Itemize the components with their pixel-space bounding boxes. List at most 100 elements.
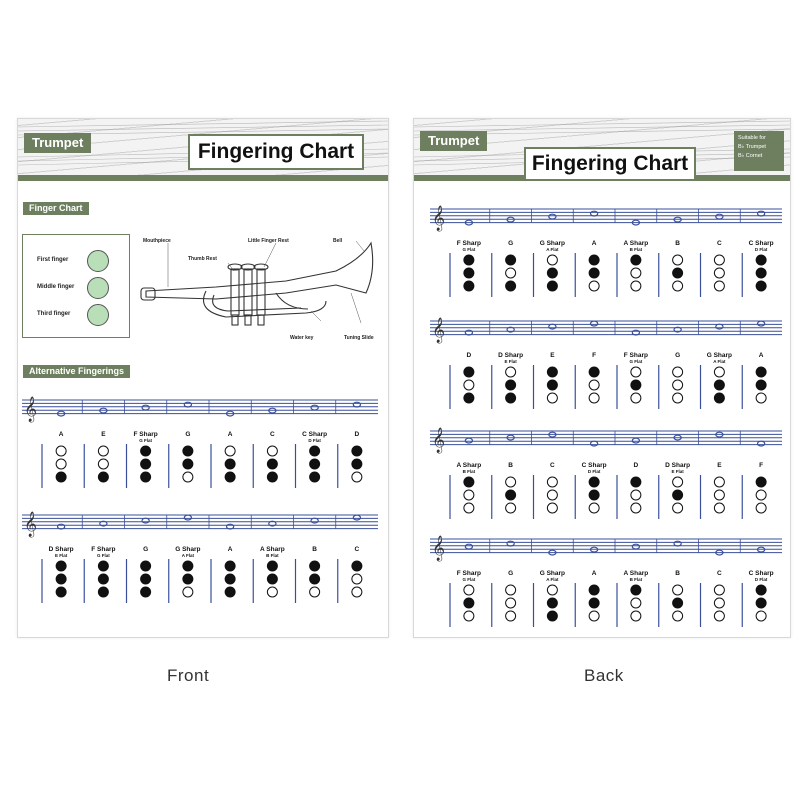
note-head	[506, 326, 515, 333]
note-name: A Sharp	[457, 462, 482, 469]
note-name: F Sharp	[457, 570, 481, 577]
note-head	[99, 520, 108, 527]
note-alt-name: B Flat	[630, 247, 643, 252]
note-name: F Sharp	[457, 240, 481, 247]
label-little-finger-rest: Little Finger Rest	[248, 238, 289, 244]
valve-pressed	[588, 254, 600, 266]
note-head	[183, 401, 193, 408]
valve-pressed	[755, 597, 767, 609]
note-name: G	[675, 352, 680, 359]
legend-first-finger: First finger	[37, 257, 69, 263]
valve-pressed	[55, 573, 67, 585]
note-name: G Sharp	[707, 352, 732, 359]
valve-pressed	[755, 280, 767, 292]
valve-open	[713, 597, 725, 609]
valve-open	[505, 597, 517, 609]
valve-pressed	[224, 586, 236, 598]
note-head	[589, 320, 599, 327]
note-alt-name: B Flat	[630, 577, 643, 582]
valve-pressed	[351, 560, 363, 572]
note-head	[225, 410, 235, 417]
valve-open	[713, 254, 725, 266]
note-head	[631, 219, 641, 226]
page-title: Fingering Chart	[188, 134, 364, 170]
valve-open	[755, 610, 767, 622]
valve-pressed	[224, 560, 236, 572]
note-head	[352, 401, 362, 408]
note-name: B	[312, 546, 317, 553]
banner-band	[18, 175, 388, 181]
note-head	[756, 210, 766, 217]
valve-open	[672, 502, 684, 514]
note-head	[673, 216, 682, 223]
note-head	[56, 410, 66, 417]
treble-clef-icon: 𝄞	[24, 511, 37, 537]
label-mouthpiece: Mouthpiece	[143, 238, 171, 244]
note-name: F	[759, 462, 763, 469]
valve-pressed	[755, 476, 767, 488]
note-head	[506, 434, 515, 441]
valve-open	[630, 267, 642, 279]
valve-open	[224, 445, 236, 457]
note-name: C Sharp	[582, 462, 607, 469]
note-alt-name: G Flat	[139, 438, 152, 443]
label-water-key: Water key	[290, 335, 314, 341]
valve-open	[630, 489, 642, 501]
note-alt-name: A Flat	[546, 577, 559, 582]
finger-legend: First finger Middle finger Third finger	[22, 234, 130, 338]
valve-open	[713, 476, 725, 488]
note-name: E	[717, 462, 722, 469]
valve-pressed	[97, 573, 109, 585]
suitable-cornet: B♭ Cornet	[738, 153, 763, 159]
valve-pressed	[588, 267, 600, 279]
treble-clef-icon: 𝄞	[432, 427, 445, 453]
valve-open	[755, 502, 767, 514]
note-head	[548, 431, 557, 438]
valve-open	[546, 392, 558, 404]
valve-open	[97, 445, 109, 457]
valve-pressed	[55, 471, 67, 483]
valve-open	[351, 573, 363, 585]
valve-pressed	[309, 445, 321, 457]
sheet-music-background	[414, 120, 790, 166]
valve-pressed	[463, 280, 475, 292]
note-alt-name: D Flat	[588, 469, 601, 474]
valve-open	[182, 471, 194, 483]
valve-pressed	[755, 254, 767, 266]
note-head	[631, 329, 641, 336]
valve-pressed	[309, 573, 321, 585]
valve-pressed	[309, 471, 321, 483]
note-head	[352, 514, 362, 521]
valve-open	[672, 610, 684, 622]
note-name: A	[592, 570, 597, 577]
valve-pressed	[55, 586, 67, 598]
note-name: F Sharp	[134, 431, 158, 438]
valve-pressed	[546, 366, 558, 378]
note-head	[589, 210, 599, 217]
first-finger-dot	[87, 250, 109, 272]
valve-open	[351, 471, 363, 483]
valve-open	[351, 586, 363, 598]
valve-pressed	[224, 458, 236, 470]
front-banner: Trumpet Fingering Chart	[18, 119, 388, 181]
valve-open	[309, 586, 321, 598]
label-tuning-slide: Tuning Slide	[344, 335, 374, 341]
note-head	[506, 540, 515, 547]
back-banner: Trumpet Fingering Chart Suitable for B♭ …	[414, 119, 790, 181]
note-name: F Sharp	[624, 352, 648, 359]
treble-clef-icon: 𝄞	[432, 535, 445, 561]
valve-pressed	[182, 458, 194, 470]
valve-pressed	[463, 267, 475, 279]
note-head	[548, 323, 557, 330]
note-name: A Sharp	[260, 546, 285, 553]
note-alt-name: G Flat	[629, 359, 642, 364]
note-name: A	[228, 546, 233, 553]
valve-pressed	[351, 445, 363, 457]
treble-clef-icon: 𝄞	[24, 396, 37, 422]
note-name: G	[143, 546, 148, 553]
valve-open	[55, 458, 67, 470]
valve-open	[97, 458, 109, 470]
legend-middle-finger: Middle finger	[37, 284, 75, 290]
note-head	[673, 434, 682, 441]
